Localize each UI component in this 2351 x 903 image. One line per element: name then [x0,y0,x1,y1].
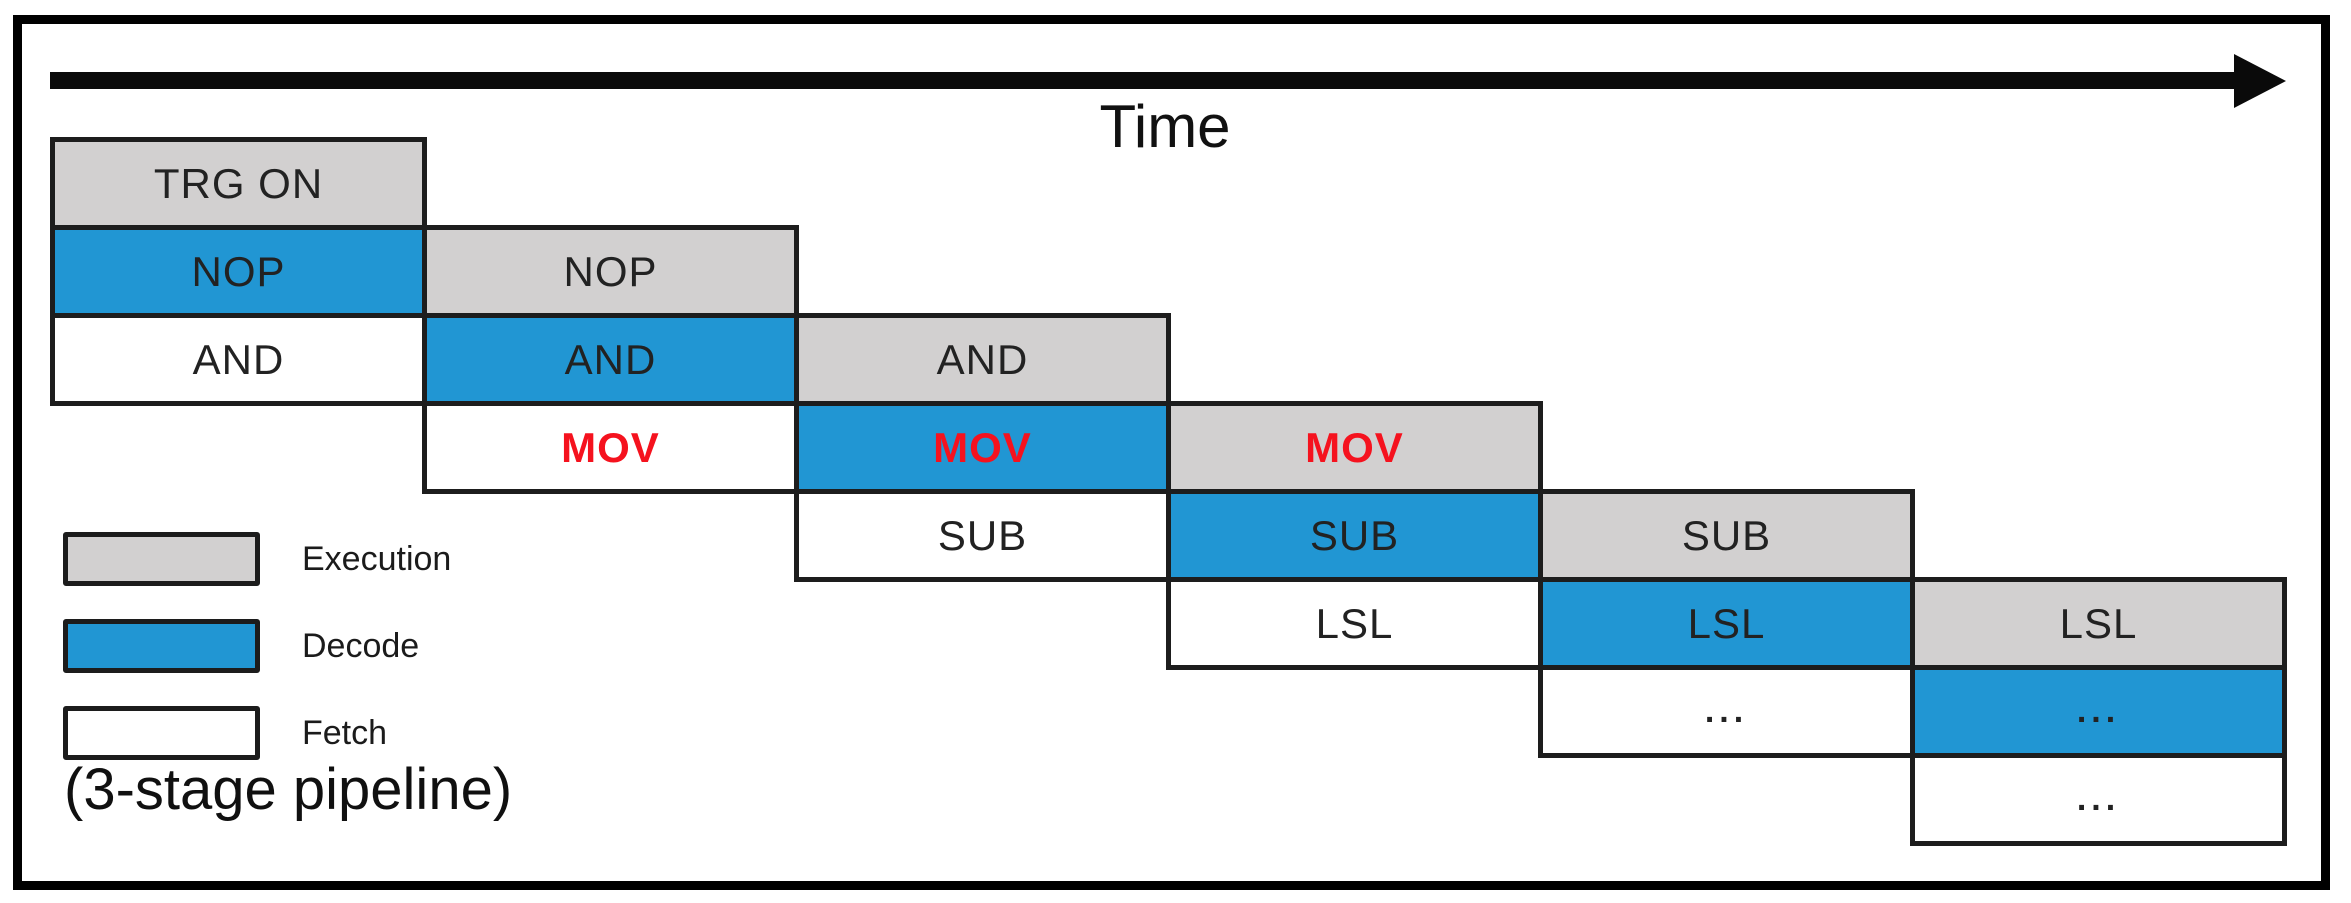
pipeline-cell-fetch: ... [1910,753,2287,846]
pipeline-cell-fetch: MOV [422,401,799,494]
decode-swatch-icon [63,619,260,673]
pipeline-cell-execution: TRG ON [50,137,427,230]
time-axis-label: Time [1099,93,1231,160]
pipeline-cell-fetch: AND [50,313,427,406]
pipeline-cell-fetch: SUB [794,489,1171,582]
pipeline-cell-execution: SUB [1538,489,1915,582]
time-arrowhead-icon [2234,54,2286,108]
pipeline-cell-decode: LSL [1538,577,1915,670]
pipeline-caption: (3-stage pipeline) [64,757,513,822]
legend-label-decode: Decode [302,626,420,665]
pipeline-cell-fetch: ... [1538,665,1915,758]
pipeline-cell-fetch: LSL [1166,577,1543,670]
legend-label-execution: Execution [302,539,452,578]
legend-item-fetch: Fetch [63,706,387,760]
legend-label-fetch: Fetch [302,713,388,752]
pipeline-cell-execution: AND [794,313,1171,406]
pipeline-cell-execution: NOP [422,225,799,318]
pipeline-cell-decode: MOV [794,401,1171,494]
pipeline-cell-execution: MOV [1166,401,1543,494]
legend-item-execution: Execution [63,532,451,586]
pipeline-cell-decode: AND [422,313,799,406]
execution-swatch-icon [63,532,260,586]
pipeline-cell-decode: SUB [1166,489,1543,582]
pipeline-cell-decode: NOP [50,225,427,318]
pipeline-cell-execution: LSL [1910,577,2287,670]
time-arrow [50,72,2238,89]
outer-border [13,15,2330,890]
pipeline-cell-decode: ... [1910,665,2287,758]
fetch-swatch-icon [63,706,260,760]
legend-item-decode: Decode [63,619,419,673]
